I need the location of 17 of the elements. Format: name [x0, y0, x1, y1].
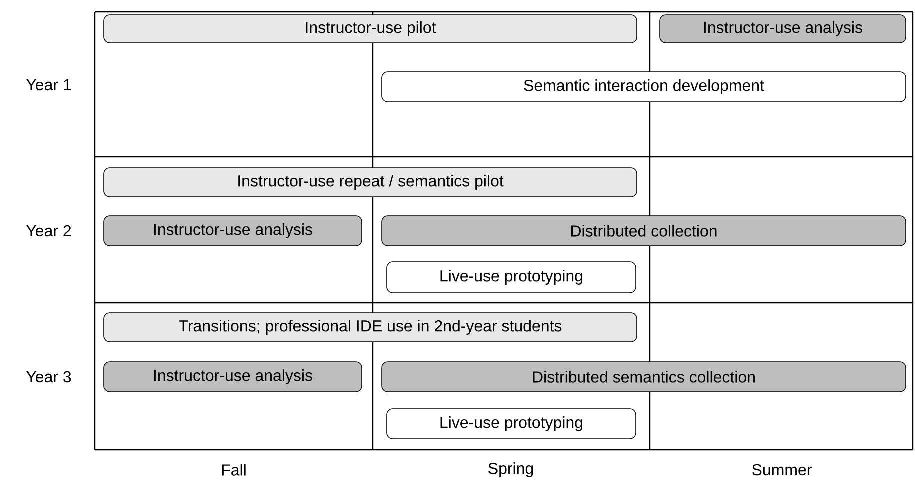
task-bar: Semantic interaction development [382, 72, 906, 102]
task-bar: Distributed semantics collection [382, 362, 906, 392]
task-bar: Instructor-use repeat / semantics pilot [104, 168, 638, 198]
row-label: Year 2 [26, 225, 72, 237]
column-label: Fall [222, 464, 246, 476]
column-label: Summer [752, 464, 812, 476]
task-bar: Live-use prototyping [386, 262, 636, 294]
row-label: Year 3 [26, 371, 72, 383]
row-label: Year 1 [26, 79, 72, 91]
task-bar: Instructor-use analysis [104, 362, 362, 392]
task-bar: Transitions; professional IDE use in 2nd-year students [104, 312, 638, 342]
task-bar: Instructor-use analysis [660, 14, 906, 44]
task-bar: Instructor-use pilot [104, 14, 638, 44]
task-bar: Instructor-use analysis [104, 216, 362, 246]
column-label: Spring [488, 462, 534, 478]
task-bar: Distributed collection [382, 216, 906, 246]
task-bar: Live-use prototyping [386, 408, 636, 440]
